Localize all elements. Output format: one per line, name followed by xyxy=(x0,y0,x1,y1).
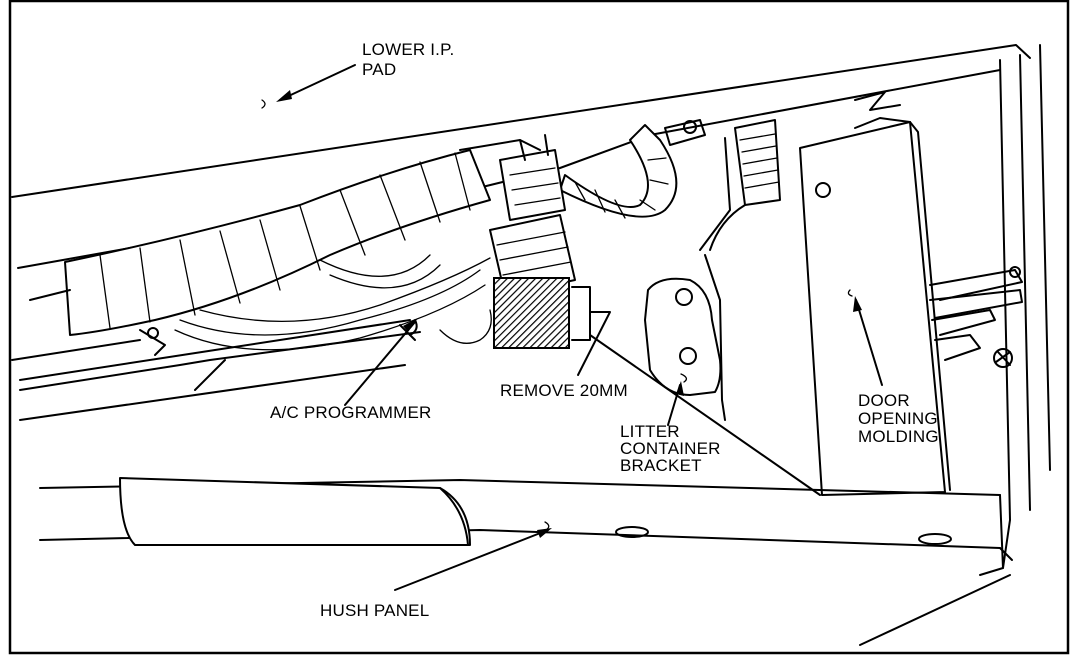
label-lower-ip-pad: LOWER I.P. PAD xyxy=(362,40,459,79)
ac-programmer-connector xyxy=(489,134,576,349)
leader-lines xyxy=(276,64,883,591)
pad-marker xyxy=(261,99,266,109)
label-litter-container-bracket: LITTER CONTAINER BRACKET xyxy=(620,422,726,475)
label-remove-20mm: REMOVE 20MM xyxy=(500,381,628,400)
litter-container-bracket-shape xyxy=(644,204,746,421)
remove-20mm-bracket xyxy=(571,286,611,376)
pillar-wiring xyxy=(699,119,781,251)
door-opening-molding-shape xyxy=(799,117,951,496)
lower-struts xyxy=(19,319,821,496)
label-hush-panel: HUSH PANEL xyxy=(320,601,429,620)
main-wiring-harness xyxy=(29,119,706,336)
diagram-frame xyxy=(8,0,1070,655)
label-ac-programmer: A/C PROGRAMMER xyxy=(270,403,431,422)
label-door-opening-molding: DOOR OPENING MOLDING xyxy=(858,391,943,446)
door-pillar xyxy=(999,44,1051,569)
right-harness-clip xyxy=(929,266,1023,368)
hush-panel-shape xyxy=(39,477,1013,646)
harness-loops xyxy=(174,254,492,351)
